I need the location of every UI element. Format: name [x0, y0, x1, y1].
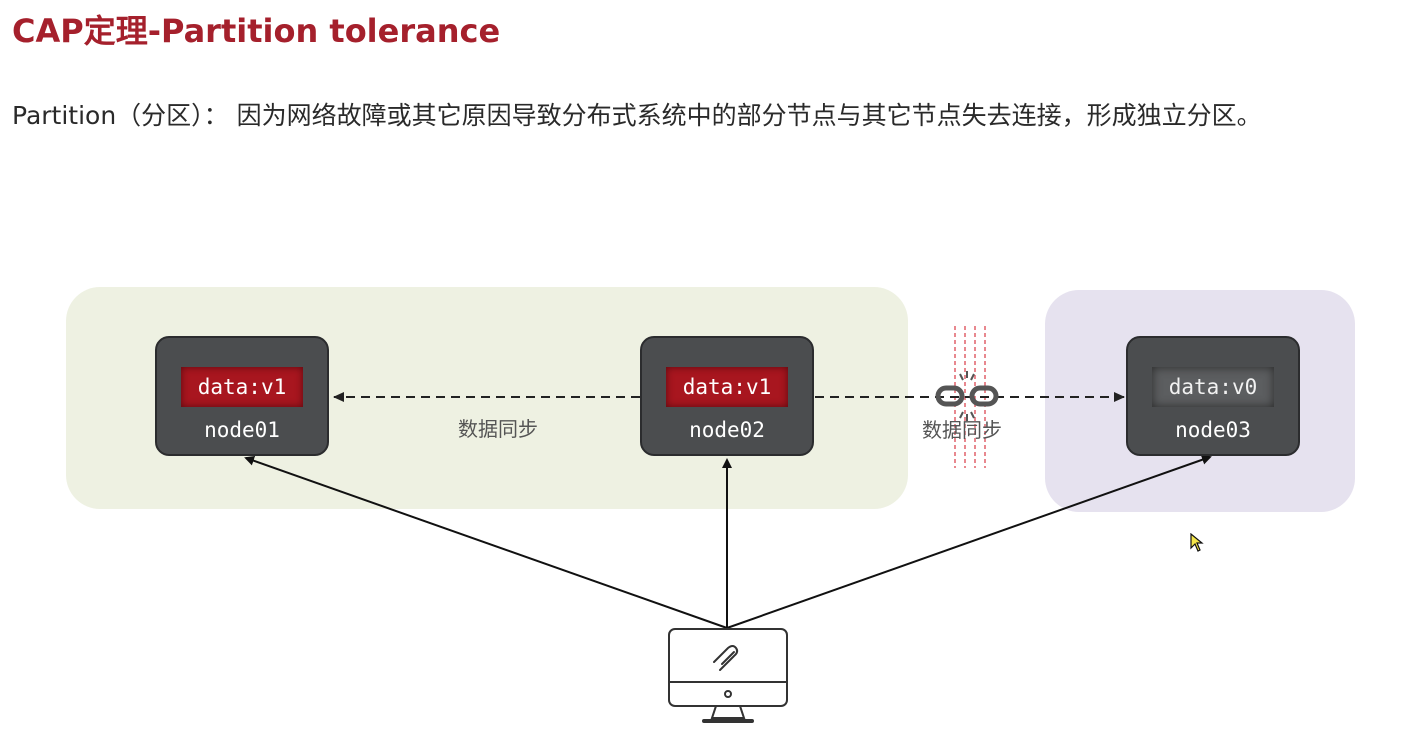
sync-label-left: 数据同步 — [458, 417, 538, 441]
node-data-value: data:v0 — [1152, 367, 1274, 407]
sync-label-right: 数据同步 — [922, 418, 1002, 442]
node-02: data:v1 node02 — [640, 336, 814, 456]
partition-description: Partition（分区）： 因为网络故障或其它原因导致分布式系统中的部分节点与… — [12, 101, 1262, 130]
node-03: data:v0 node03 — [1126, 336, 1300, 456]
client-arrow-to-node03 — [726, 454, 1212, 629]
computer-monitor-icon — [668, 628, 788, 723]
node-name: node01 — [204, 418, 280, 442]
node-data-value: data:v1 — [666, 367, 788, 407]
client-arrow-to-node01 — [244, 455, 728, 629]
page-title: CAP定理-Partition tolerance — [12, 12, 501, 50]
mouse-pointer-icon — [1190, 533, 1204, 552]
node-name: node02 — [689, 418, 765, 442]
node-data-value: data:v1 — [181, 367, 303, 407]
broken-chain-icon — [935, 371, 999, 421]
node-name: node03 — [1175, 418, 1251, 442]
node-01: data:v1 node01 — [155, 336, 329, 456]
